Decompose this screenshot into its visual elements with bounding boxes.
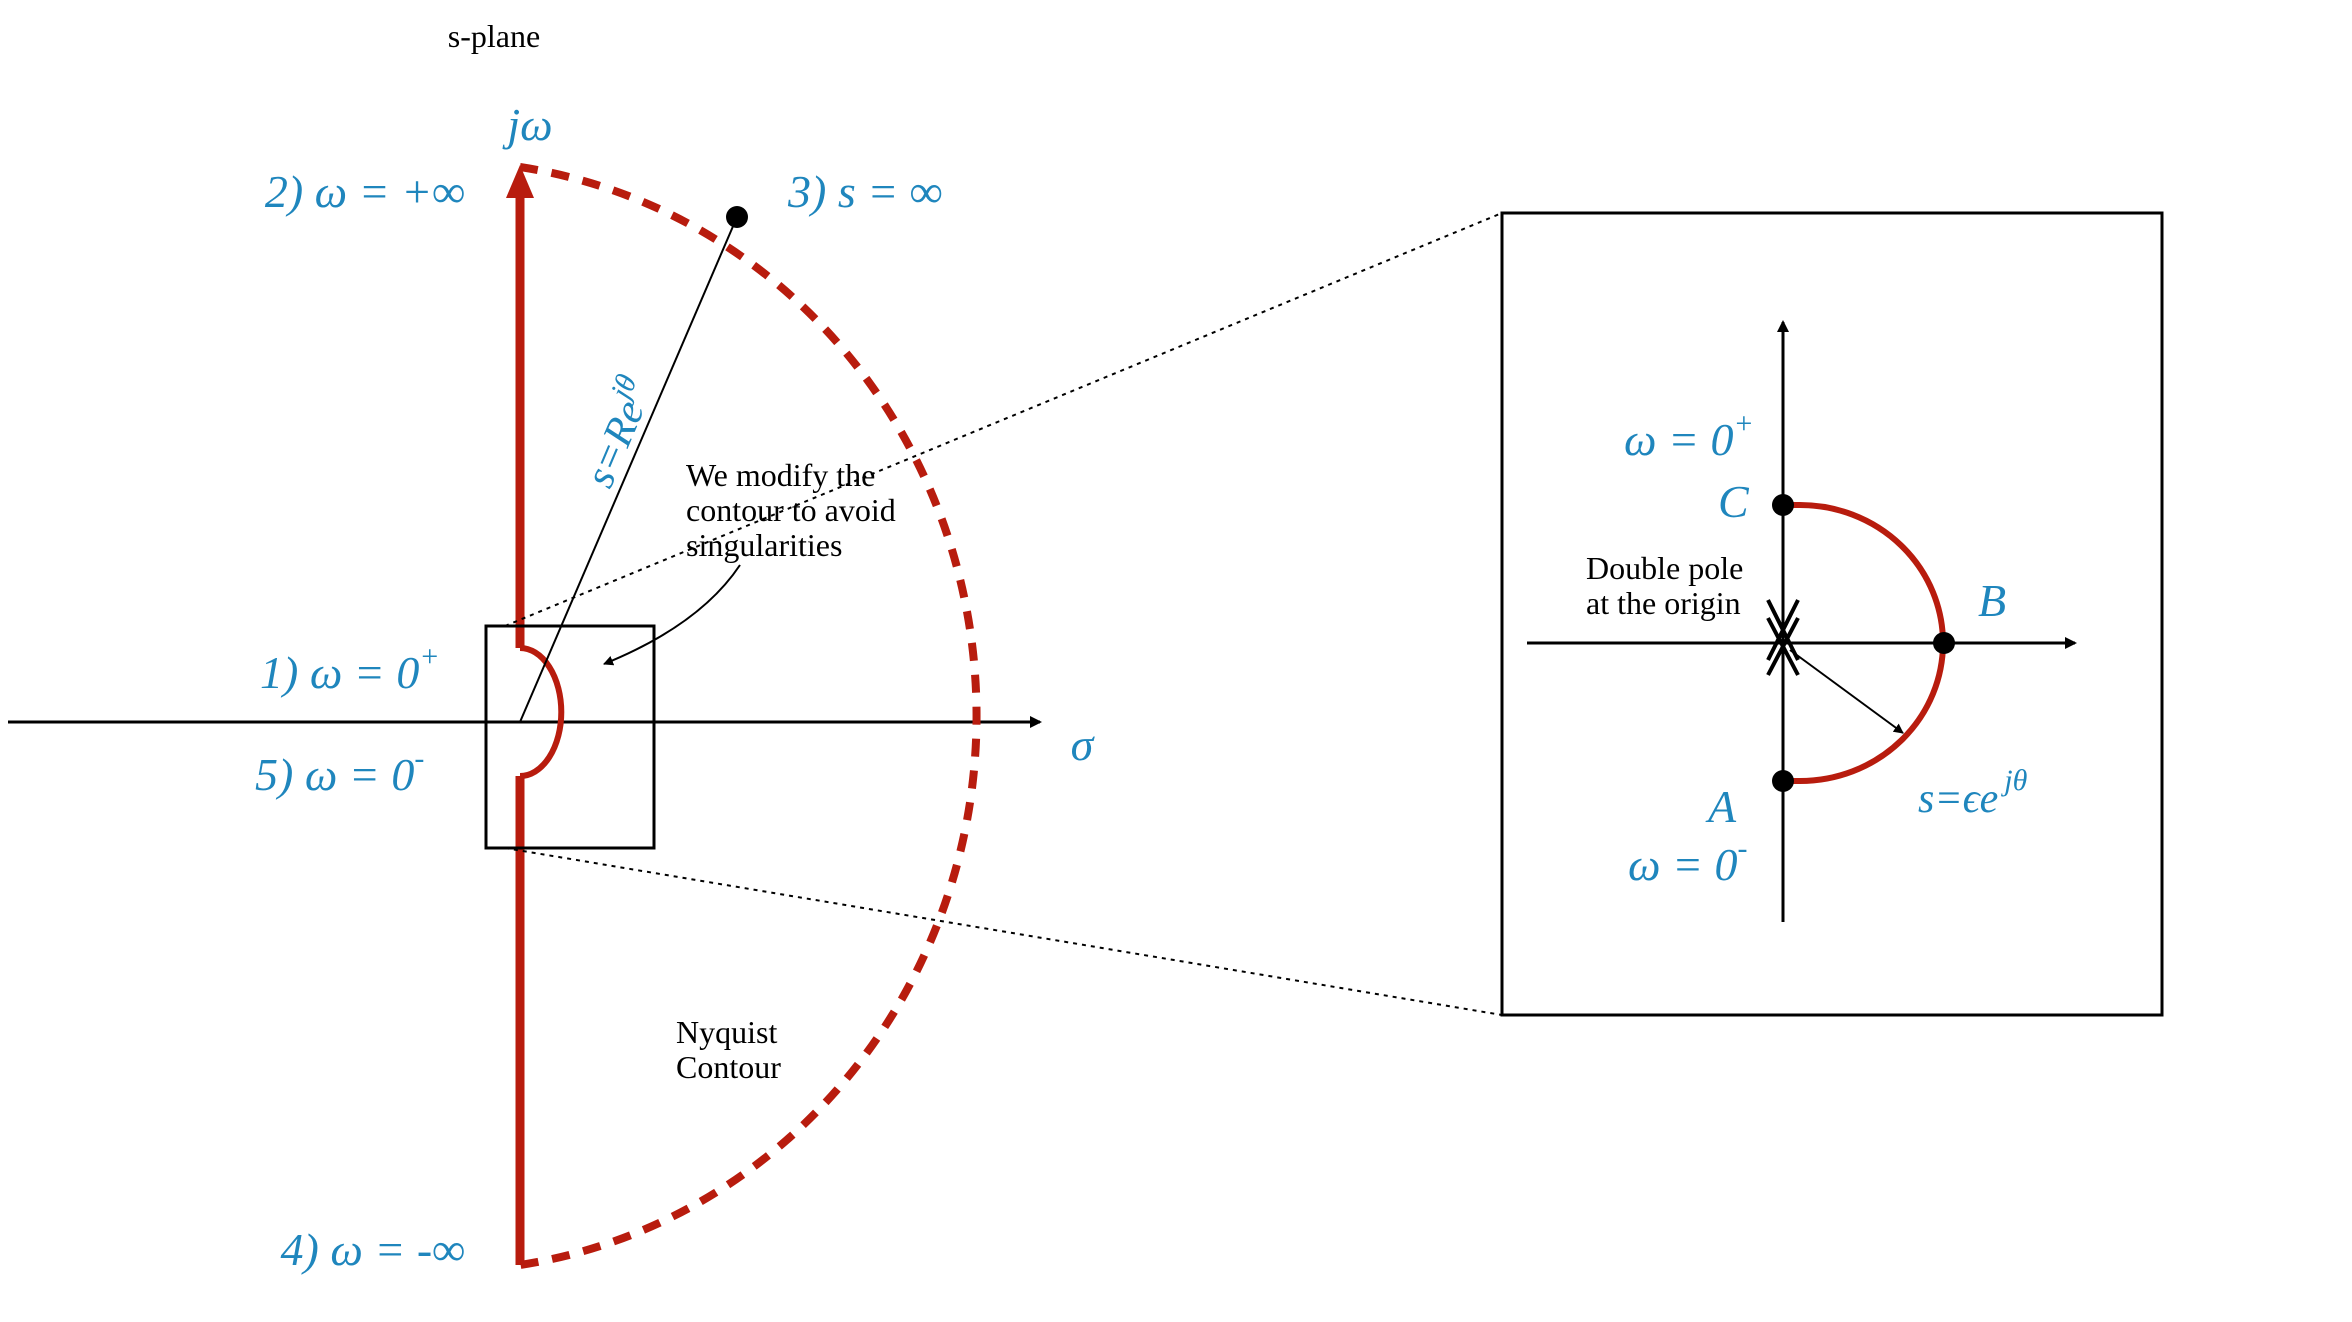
point-3-dot xyxy=(726,206,748,228)
label-omega-plus-infinity: 2) ω = +∞ xyxy=(265,166,465,217)
nyquist-contour-label: Nyquist Contour xyxy=(676,1014,785,1085)
inset-panel xyxy=(1500,211,2164,1017)
s-plane-title: s-plane xyxy=(448,18,540,54)
zoom-guide-bottom xyxy=(504,847,1503,1016)
inset-label-a: A xyxy=(1705,781,1737,832)
inset-radius-arrow xyxy=(1789,649,1904,734)
real-axis-label: σ xyxy=(1071,719,1096,770)
zoom-box xyxy=(484,624,656,850)
point-c-dot xyxy=(1772,494,1794,516)
double-pole-marker xyxy=(1766,599,1800,676)
large-semicircle-contour xyxy=(519,163,981,1269)
label-omega-zero-plus: 1) ω = 0+ xyxy=(260,640,440,698)
label-omega-minus-infinity: 4) ω = -∞ xyxy=(281,1224,465,1275)
inset-label-b: B xyxy=(1978,575,2006,626)
radius-line xyxy=(519,216,738,723)
imaginary-axis-arrowhead xyxy=(506,165,534,198)
small-indentation-arc xyxy=(519,645,565,779)
label-omega-zero-minus: 5) ω = 0- xyxy=(255,742,424,800)
modify-annotation: We modify the contour to avoid singulari… xyxy=(686,457,904,563)
inset-label-c: C xyxy=(1718,476,1750,527)
point-a-dot xyxy=(1772,770,1794,792)
point-b-dot xyxy=(1933,632,1955,654)
inset-label-omega-zero-minus: ω = 0- xyxy=(1628,832,1748,890)
imaginary-axis-label: jω xyxy=(502,99,552,150)
label-s-infinity: 3) s = ∞ xyxy=(787,166,943,217)
zoom-guide-top xyxy=(504,212,1503,627)
annotation-arrow xyxy=(603,564,741,666)
inset-label-omega-zero-plus: ω = 0+ xyxy=(1624,407,1754,465)
double-pole-label: Double pole at the origin xyxy=(1586,550,1751,621)
radius-label: s=Rejθ xyxy=(569,369,663,493)
